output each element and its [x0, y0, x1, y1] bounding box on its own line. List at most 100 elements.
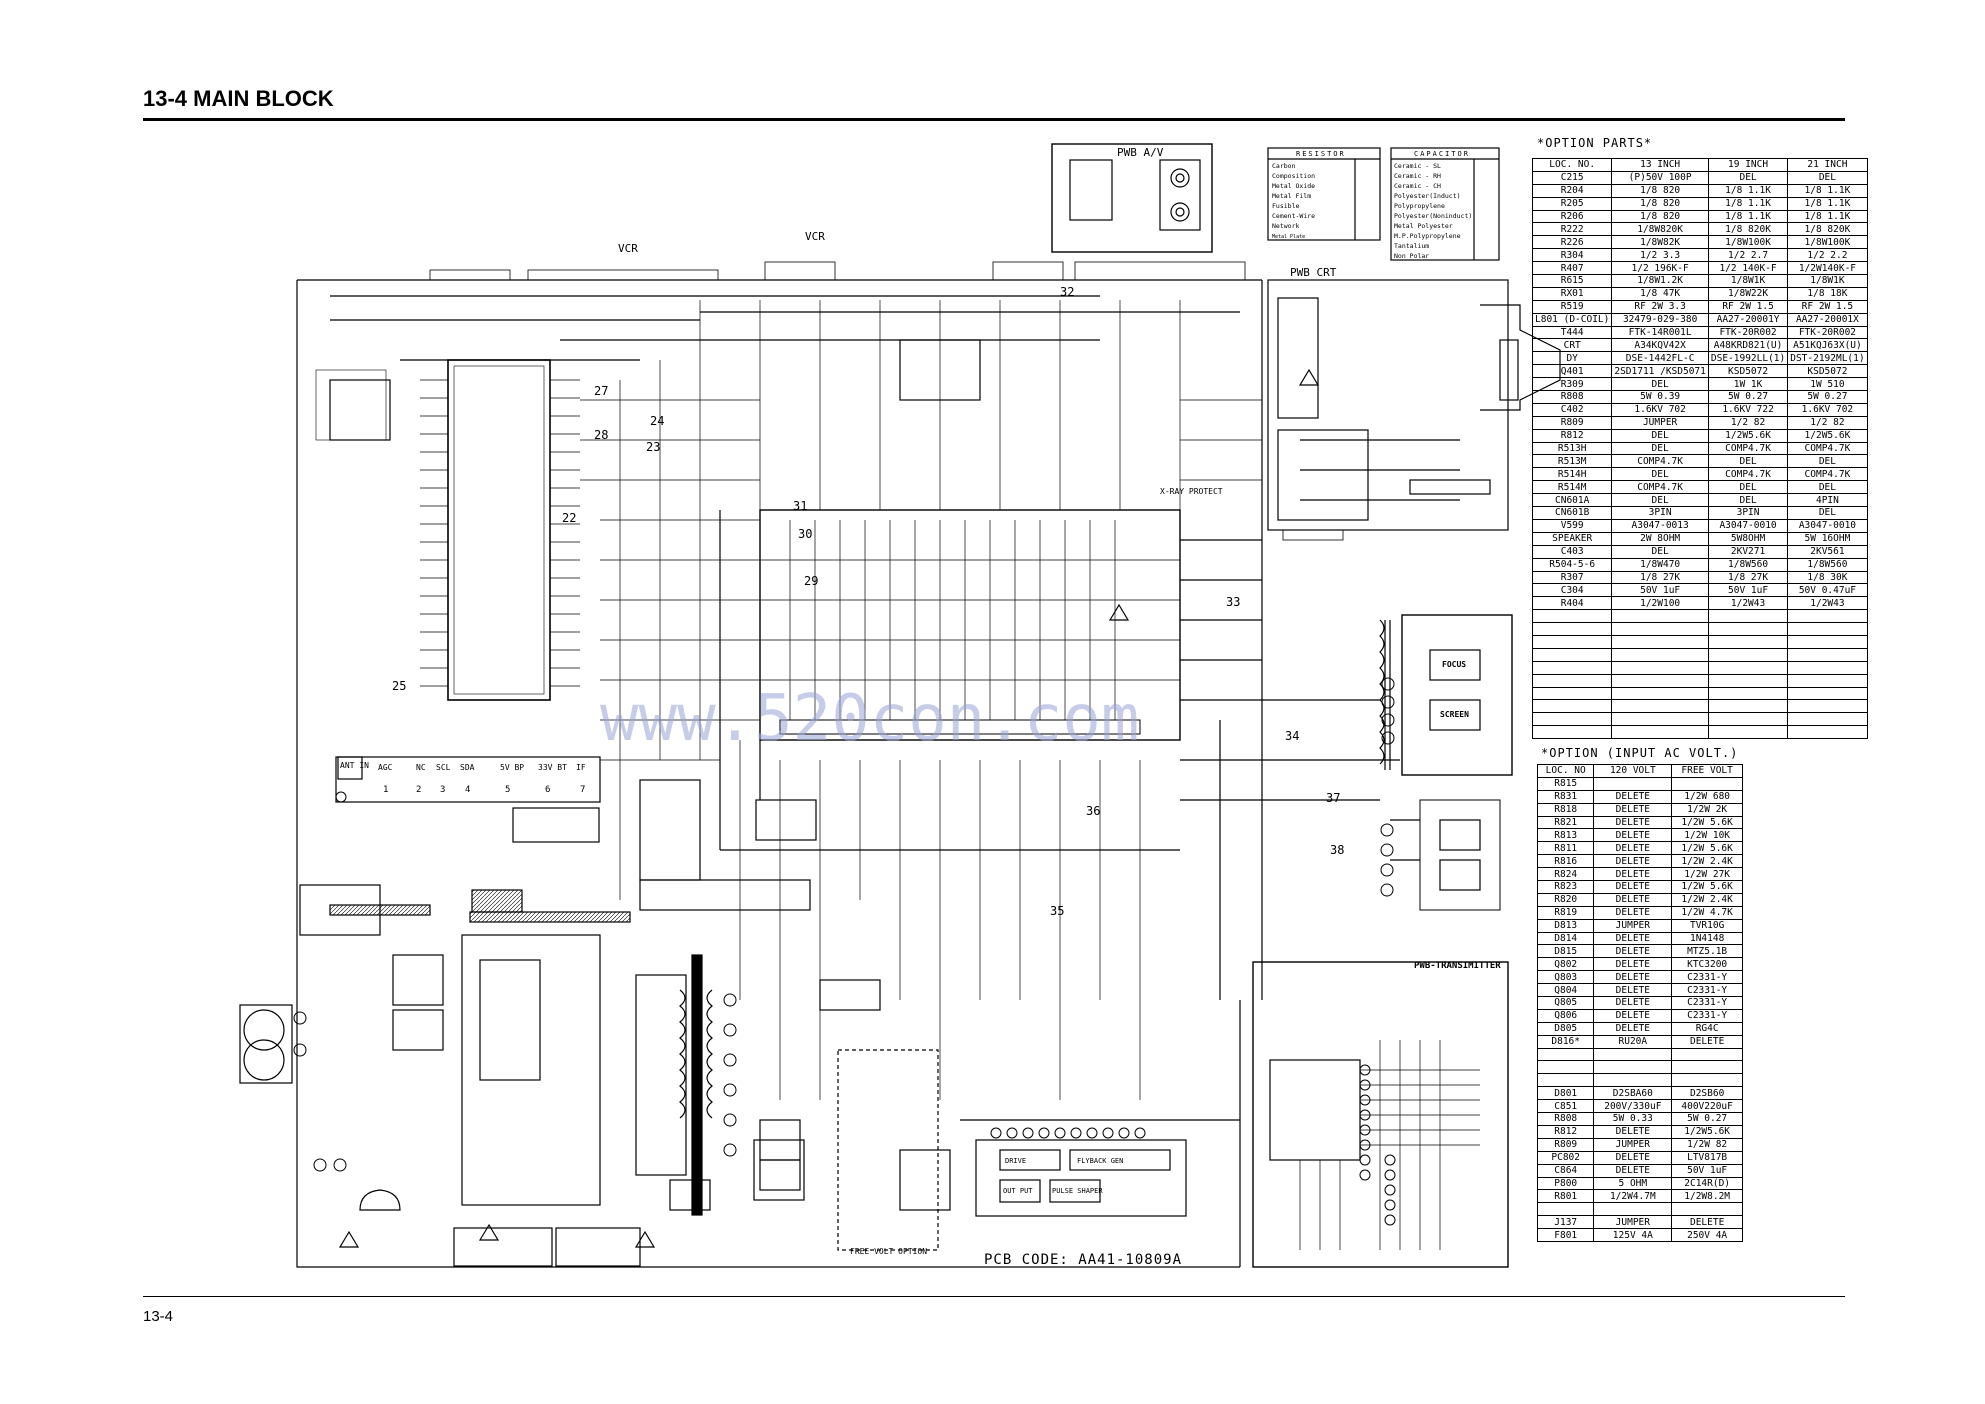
table-cell: 400V220uF [1671, 1099, 1743, 1114]
page-title: 13-4 MAIN BLOCK [143, 86, 334, 111]
table-cell [1611, 686, 1709, 701]
table-cell: R801 [1536, 1189, 1595, 1204]
vcr-label-left: VCR [618, 242, 638, 255]
table-cell: DELETE [1593, 880, 1673, 894]
table-cell [1787, 647, 1868, 662]
table-cell: RU20A [1593, 1034, 1673, 1049]
table-cell: 1/2W43 [1707, 596, 1789, 611]
table-cell: R809 [1531, 415, 1613, 430]
table-cell: V599 [1531, 518, 1613, 533]
table-cell: DELETE [1593, 841, 1673, 856]
table-cell: 1/8W560 [1787, 557, 1868, 572]
table-cell: 1/2W4.7M [1593, 1189, 1673, 1204]
table-cell: C403 [1531, 544, 1613, 559]
table-cell: 2KV271 [1707, 544, 1789, 559]
drive-label: DRIVE [1005, 1157, 1026, 1165]
table-cell: COMP4.7K [1611, 454, 1709, 469]
table-cell: 50V 1uF [1671, 1163, 1743, 1178]
capacitor-legend-item: M.P.Polypropylene [1394, 232, 1461, 240]
table-cell: R820 [1536, 892, 1595, 907]
table-cell [1611, 712, 1709, 727]
terminal-num-1: 1 [383, 785, 388, 795]
table-cell: A3047-0010 [1787, 518, 1868, 533]
table-cell: 1/2 196K-F [1611, 261, 1709, 276]
table-cell: R615 [1531, 274, 1613, 288]
table-cell: R808 [1531, 390, 1613, 404]
table-cell: 1/2 2.7 [1707, 248, 1789, 263]
table-cell: DELETE [1593, 828, 1673, 843]
table-cell: DELETE [1593, 1008, 1673, 1023]
capacitor-legend-item: Ceramic - CH [1394, 182, 1441, 190]
table-cell: 1/8 1.1K [1787, 209, 1868, 224]
option-parts-table: LOC. NO. 13 INCH 19 INCH 21 INCH C215(P)… [1531, 158, 1868, 740]
table-cell: 1/8 1.1K [1707, 196, 1789, 211]
table-cell: PC802 [1536, 1150, 1595, 1165]
table-cell: DST-2192ML(1) [1787, 351, 1868, 366]
table-cell [1611, 622, 1709, 636]
table-cell: 1/8W82K [1611, 235, 1709, 250]
table-cell: D815 [1536, 944, 1595, 959]
table-cell: 1/8 820K [1707, 222, 1789, 237]
table-cell [1536, 1073, 1595, 1088]
table-cell: 1/2W 4.7K [1671, 905, 1743, 920]
table-cell: DELETE [1593, 892, 1673, 907]
table-cell: D816* [1536, 1034, 1595, 1049]
table-cell: 1/8 820K [1787, 222, 1868, 237]
table-cell: DEL [1707, 480, 1789, 495]
table-row [1536, 1047, 1743, 1062]
table-cell: A34KQV42X [1611, 338, 1709, 353]
net-29: 29 [804, 574, 818, 588]
table-cell: 1.6KV 722 [1707, 402, 1789, 417]
table-cell: 1/8W22K [1707, 286, 1789, 301]
table-cell: D2SBA60 [1593, 1086, 1673, 1101]
table-cell [1707, 725, 1789, 740]
table-cell: A3047-0013 [1611, 518, 1709, 533]
table-cell: 1/2W5.6K [1671, 1124, 1743, 1139]
table-cell: DEL [1787, 170, 1868, 185]
table-cell [1611, 660, 1709, 675]
table-cell: TVR10G [1671, 918, 1743, 933]
terminal-nc: NC [416, 763, 426, 772]
table-cell: SPEAKER [1531, 531, 1613, 546]
terminal-num-4: 4 [465, 785, 470, 795]
table-cell [1593, 776, 1673, 791]
table-cell [1531, 699, 1613, 714]
table-cell: 250V 4A [1671, 1228, 1743, 1242]
table-cell: C2331-Y [1671, 983, 1743, 998]
column-header: FREE VOLT [1671, 764, 1743, 778]
focus-label: FOCUS [1442, 660, 1466, 669]
table-cell: 2SD1711 /KSD5071 [1611, 364, 1709, 379]
table-cell: D801 [1536, 1086, 1595, 1101]
screen-label: SCREEN [1440, 710, 1469, 719]
table-cell [1707, 660, 1789, 675]
table-cell: 1/8W560 [1707, 557, 1789, 572]
table-cell: 1/2W 2.4K [1671, 854, 1743, 869]
table-row [1536, 1073, 1743, 1088]
terminal-5v-bp: 5V BP [500, 763, 524, 772]
table-cell [1671, 776, 1743, 791]
table-cell: Q805 [1536, 996, 1595, 1010]
table-cell: 1/2W43 [1787, 596, 1868, 611]
